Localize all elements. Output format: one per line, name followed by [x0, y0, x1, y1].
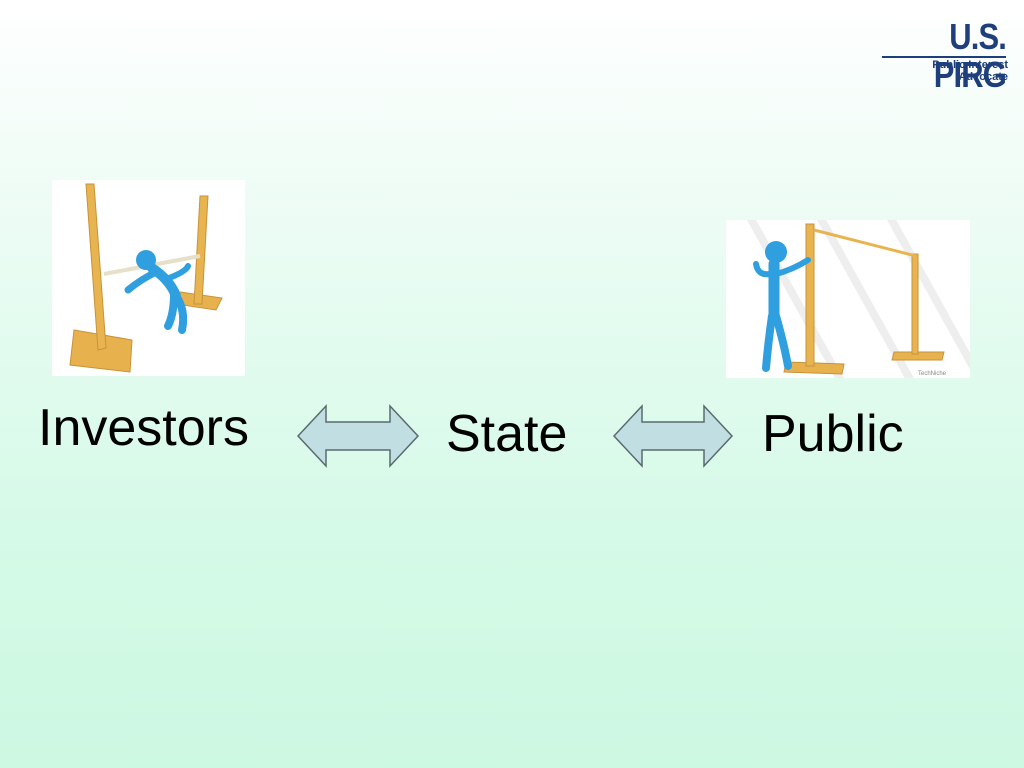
- logo-tagline-line2: Advocate: [958, 71, 1008, 83]
- investors-illustration: [52, 180, 245, 376]
- double-arrow-state-public: [612, 404, 734, 468]
- public-illustration: TechNiche: [726, 208, 990, 392]
- node-state: State: [446, 405, 568, 463]
- logo-rule: [882, 56, 1006, 58]
- high-bar-figure-icon: TechNiche: [742, 208, 990, 392]
- limbo-figure-icon: [69, 183, 223, 373]
- node-investors: Investors: [38, 399, 249, 457]
- double-arrow-investors-state: [296, 404, 420, 468]
- watermark-text: TechNiche: [918, 371, 947, 377]
- node-public: Public: [762, 405, 904, 463]
- logo-wordmark: U.S. PIRG: [933, 16, 1007, 95]
- us-pirg-logo: U.S. PIRG Public Interest Advocate: [878, 18, 1008, 94]
- logo-tagline-line1: Public Interest: [932, 59, 1008, 71]
